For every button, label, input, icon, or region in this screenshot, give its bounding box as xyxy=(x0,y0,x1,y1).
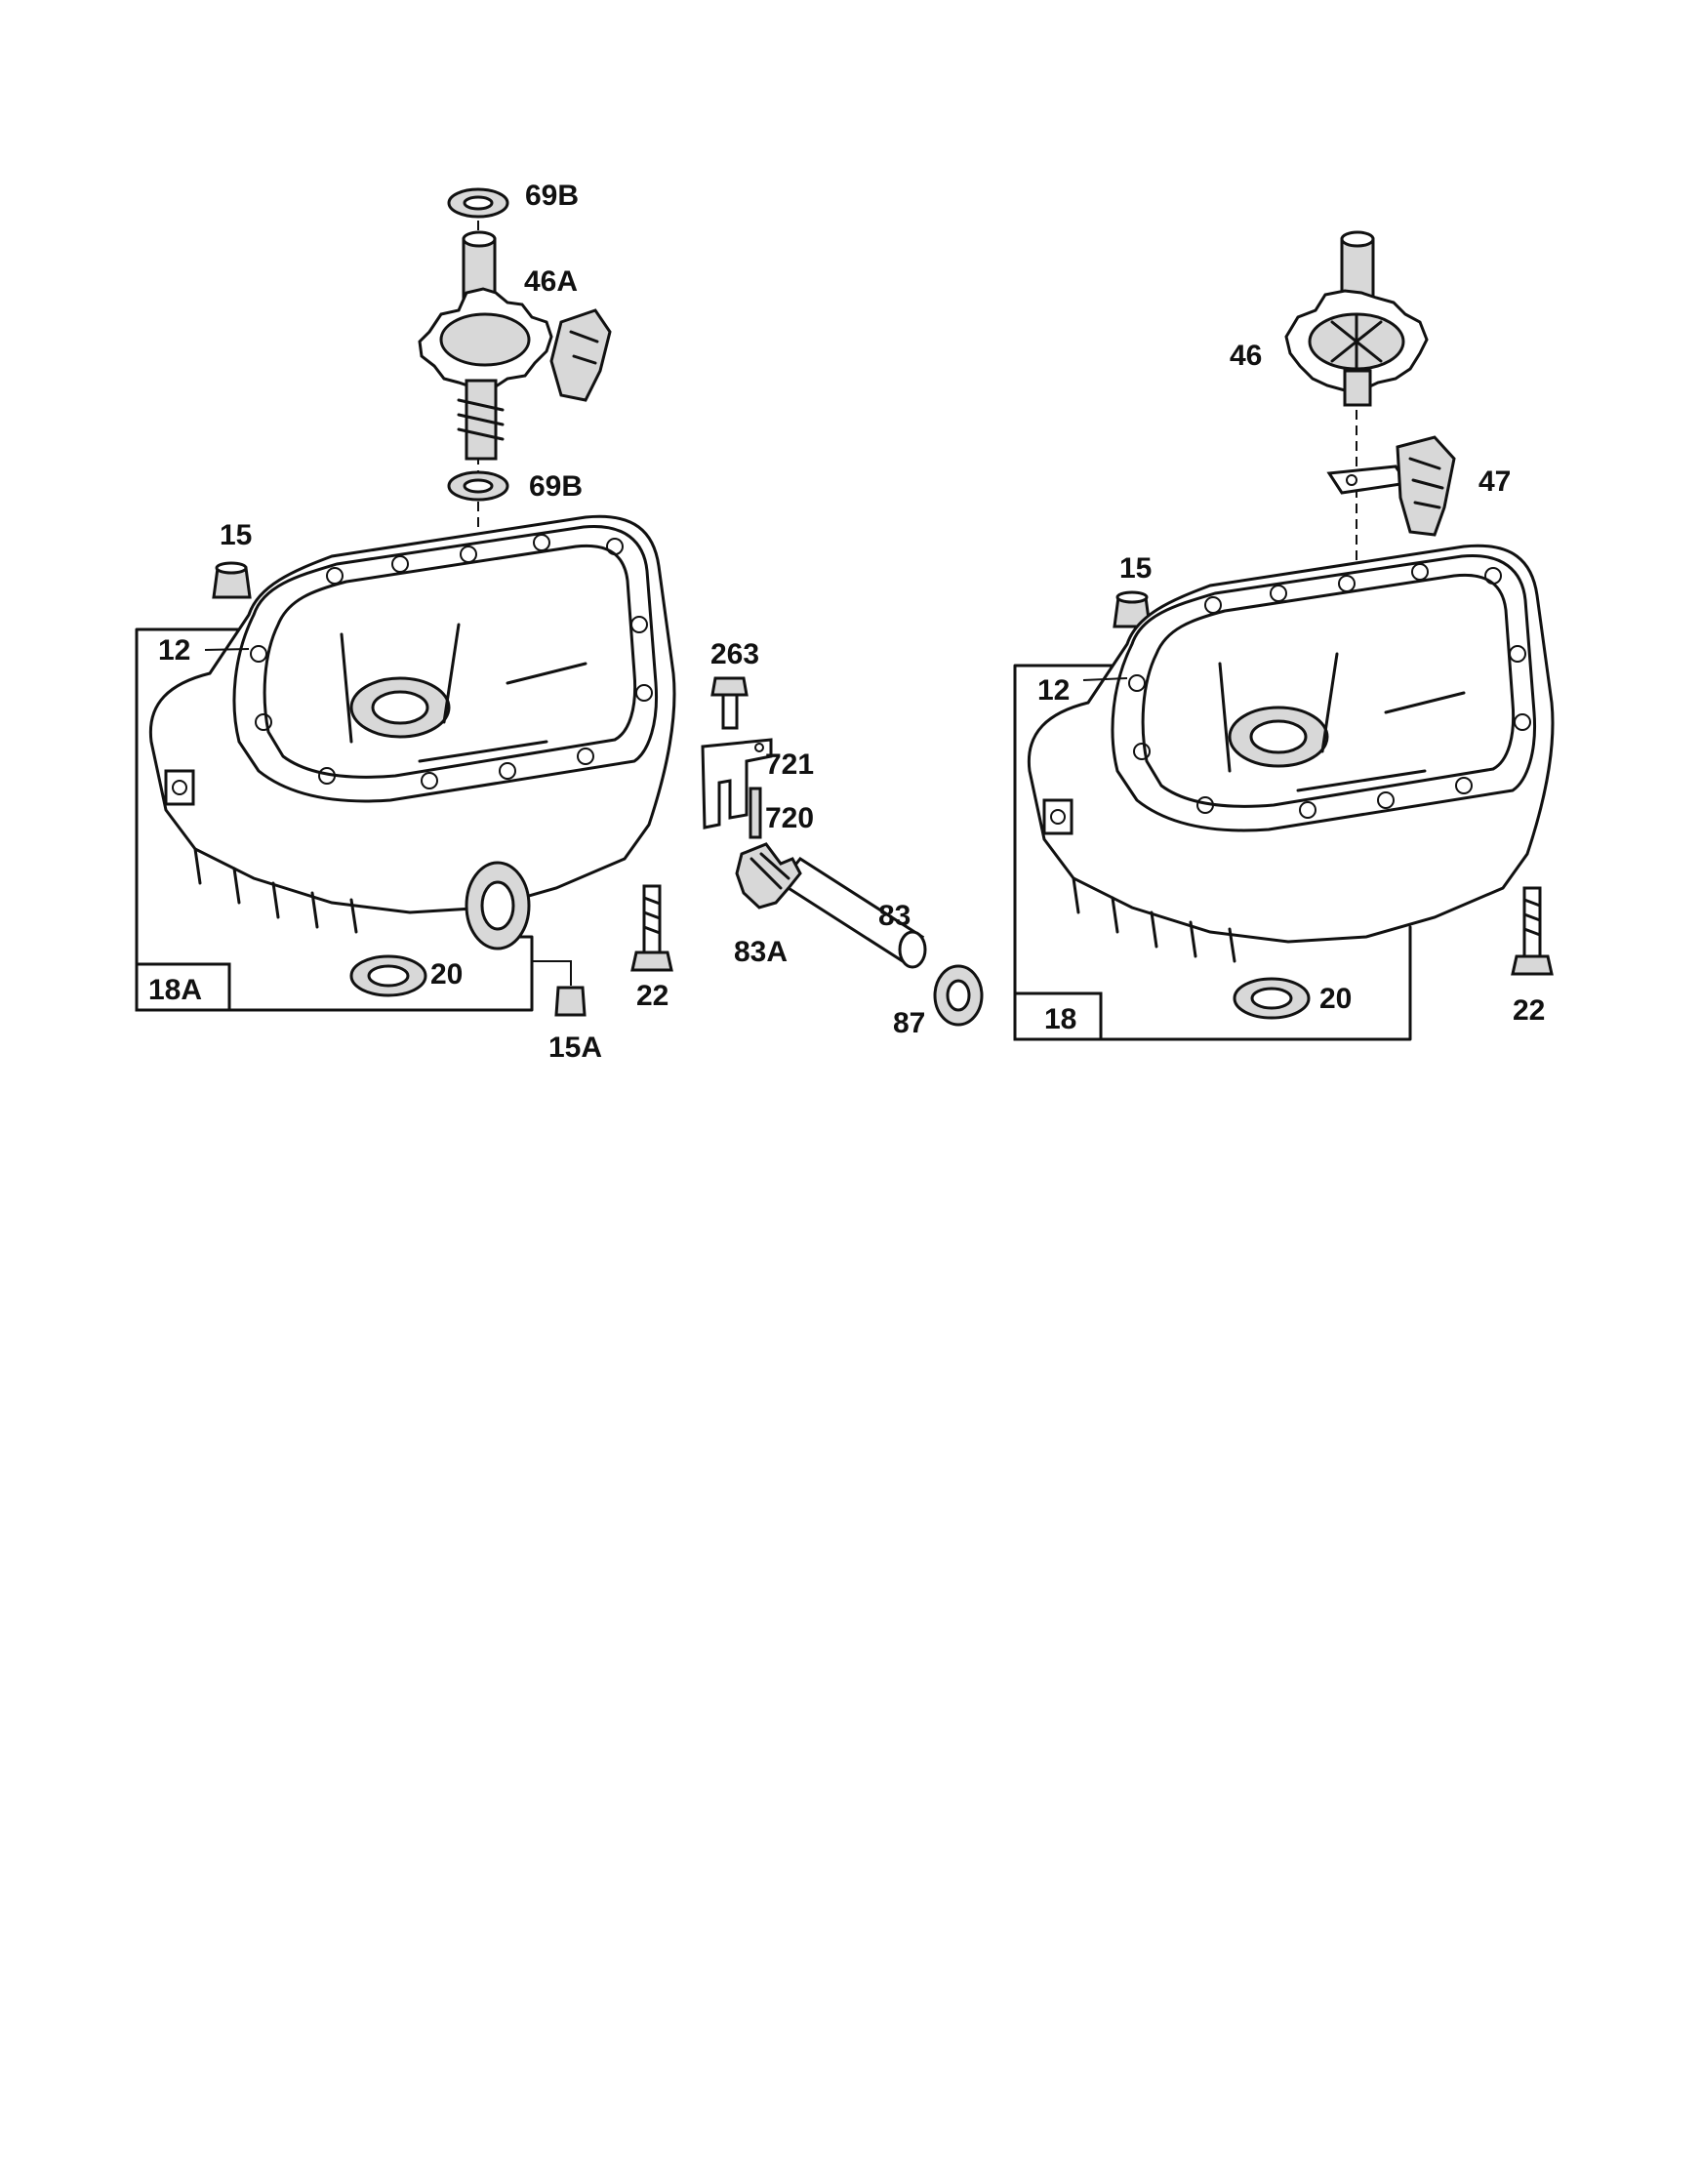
seal-87-part xyxy=(933,964,984,1027)
bearing-20-left-part xyxy=(349,954,427,997)
label-69b-top: 69B xyxy=(525,180,579,212)
right-assembly: 46 47 15 12 18 20 22 xyxy=(1013,230,1555,1041)
label-20-right: 20 xyxy=(1319,983,1352,1015)
label-20-left: 20 xyxy=(430,958,463,991)
right-assembly-box xyxy=(1013,664,1412,1041)
label-22-right: 22 xyxy=(1513,994,1545,1027)
pin-720-part xyxy=(749,787,762,839)
bolt-22-right-part xyxy=(1511,886,1554,976)
label-12-left: 12 xyxy=(158,634,190,667)
label-83a: 83A xyxy=(734,936,788,968)
label-87: 87 xyxy=(893,1007,925,1039)
label-69b-bottom: 69B xyxy=(529,470,583,503)
label-15a: 15A xyxy=(548,1031,602,1064)
camshaft-46a-part xyxy=(418,230,612,461)
camshaft-46-part xyxy=(1284,230,1429,407)
label-18a: 18A xyxy=(148,974,202,1006)
label-721: 721 xyxy=(765,748,814,781)
label-18: 18 xyxy=(1044,1003,1076,1035)
bolt-22-left-part xyxy=(630,884,673,972)
label-47: 47 xyxy=(1478,465,1511,498)
label-15-right: 15 xyxy=(1119,552,1152,585)
label-46a: 46A xyxy=(524,265,578,298)
plug-15a-part xyxy=(532,960,587,1017)
washer-bottom-part xyxy=(447,470,509,502)
label-15-left: 15 xyxy=(220,519,252,551)
screw-263-part xyxy=(710,676,749,730)
washer-top-part xyxy=(447,187,509,219)
breather-15-part xyxy=(212,561,252,599)
bearing-20-right-part xyxy=(1233,977,1311,1020)
crankcase-left-part xyxy=(148,514,676,950)
shaft-83-part xyxy=(735,842,927,969)
left-box-label-frame xyxy=(135,962,231,1012)
bracket-721-part xyxy=(701,738,773,829)
left-assembly: 69B 46A 69B 15 12 18A 20 15A 22 263 721 … xyxy=(135,180,984,1064)
governor-47-part xyxy=(1326,435,1456,537)
breather-15-right-part xyxy=(1113,590,1152,628)
label-46: 46 xyxy=(1230,340,1262,372)
label-83: 83 xyxy=(878,900,911,932)
label-22-left: 22 xyxy=(636,980,668,1012)
crankcase-right-part xyxy=(1027,544,1555,963)
label-12-right: 12 xyxy=(1037,674,1070,707)
right-box-label-frame xyxy=(1013,991,1103,1041)
label-720: 720 xyxy=(765,802,814,834)
label-263: 263 xyxy=(710,638,759,670)
